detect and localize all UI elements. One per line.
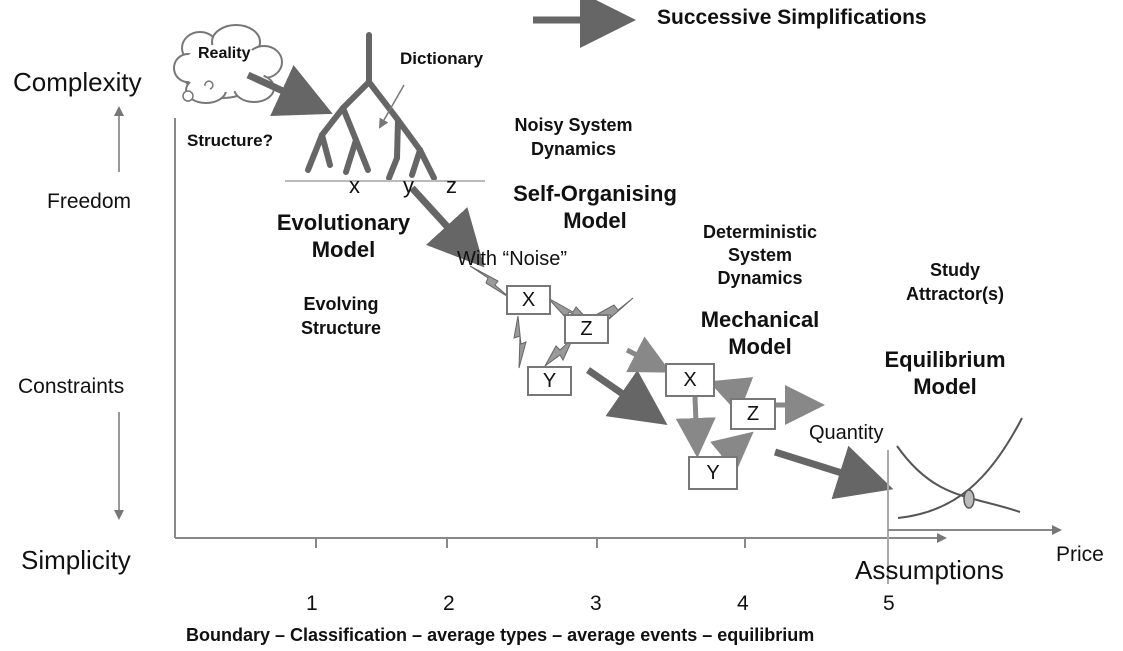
price-label: Price [1056, 543, 1104, 566]
equilibrium-model-title: Equilibrium Model [870, 347, 1020, 400]
structure-question: Structure? [187, 131, 273, 150]
supply-curve [897, 417, 1023, 519]
noisy-system-dynamics: Noisy System Dynamics [491, 115, 656, 160]
self-org-arrow [586, 367, 668, 425]
study-line2: Attractor(s) [905, 283, 1004, 304]
mechanical-arrows [625, 336, 825, 473]
mech-box-y: Y [688, 456, 738, 490]
evolving-structure: Evolving Structure [271, 294, 411, 339]
page-title: Successive Simplifications [657, 6, 927, 29]
reality-arrow [246, 65, 333, 116]
quantity-label: Quantity [809, 422, 884, 444]
mechanical-line2: Model [728, 334, 792, 360]
complexity-label: Complexity [13, 67, 142, 97]
dictionary-label: Dictionary [400, 49, 484, 68]
mech-box-x: X [665, 363, 715, 397]
evolving-structure-line2: Structure [300, 317, 381, 338]
reality-label: Reality [198, 45, 251, 62]
var-z: z [446, 173, 457, 198]
constraints-label: Constraints [18, 375, 125, 398]
self-organising-model-title: Self-Organising Model [490, 181, 700, 234]
mech-box-z: Z [730, 398, 776, 430]
noisy-box-z: Z [564, 314, 609, 344]
evolutionary-model-line2: Model [311, 237, 376, 263]
evolution-arrow [409, 185, 485, 268]
noisy-line2: Dynamics [530, 138, 617, 159]
freedom-label: Freedom [47, 190, 132, 213]
self-org-line1: Self-Organising [513, 181, 677, 206]
det-line2: System [727, 244, 793, 265]
evolutionary-model-line1: Evolutionary [276, 210, 411, 235]
tick-label-4: 4 [737, 592, 749, 615]
noisy-box-x: X [506, 285, 551, 315]
deterministic-system-dynamics: Deterministic System Dynamics [680, 222, 840, 288]
var-y: y [403, 173, 414, 198]
dictionary-tree [305, 32, 437, 181]
mechanical-arrow [773, 445, 894, 500]
equilibrium-line1: Equilibrium [884, 347, 1006, 372]
tick-label-1: 1 [306, 592, 318, 615]
equilibrium-point [963, 489, 975, 509]
var-x: x [349, 173, 360, 198]
cloud-spiral [204, 80, 214, 90]
tick-label-5: 5 [883, 592, 895, 615]
mechanical-line1: Mechanical [700, 307, 820, 332]
noisy-box-y: Y [527, 366, 572, 396]
det-line3: Dynamics [717, 267, 803, 288]
cloud-tail-dot [182, 90, 194, 102]
noisy-line1: Noisy System [514, 115, 633, 135]
simplicity-label: Simplicity [21, 545, 131, 575]
study-attractors: Study Attractor(s) [900, 260, 1010, 305]
evolutionary-model-title: Evolutionary Model [256, 210, 431, 263]
study-line1: Study [929, 260, 980, 280]
mechanical-model-title: Mechanical Model [680, 307, 840, 360]
det-line1: Deterministic [702, 222, 818, 242]
equilibrium-line2: Model [913, 374, 977, 400]
tick-label-3: 3 [590, 592, 602, 615]
tick-label-2: 2 [443, 592, 455, 615]
self-org-line2: Model [563, 208, 627, 234]
evolving-structure-line1: Evolving [303, 294, 379, 314]
dictionary-pointer [379, 84, 405, 129]
demand-curve [896, 445, 1021, 513]
assumptions-label: Assumptions [855, 555, 1004, 585]
with-noise-label: With “Noise” [457, 248, 568, 270]
x-axis-caption: Boundary – Classification – average type… [186, 625, 815, 645]
